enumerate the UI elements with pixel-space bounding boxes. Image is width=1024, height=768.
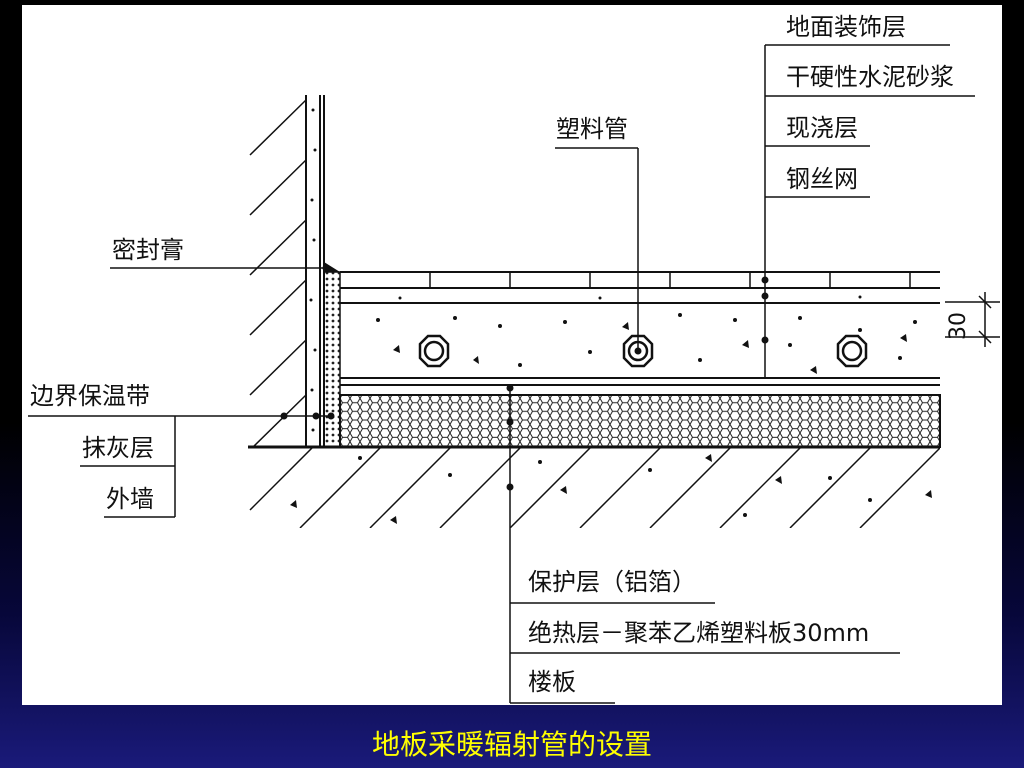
- insulation-board: [339, 394, 941, 448]
- pipe-leader: [555, 147, 639, 351]
- slab-aggregate: [290, 454, 932, 524]
- label-floor-finish: 地面装饰层: [786, 13, 906, 41]
- label-edge-strip: 边界保温带: [30, 382, 150, 410]
- label-outer-wall: 外墙: [106, 485, 154, 513]
- bottom-leader-dots: [506, 384, 514, 491]
- right-leaders: [764, 44, 975, 378]
- dimension-marker: [945, 292, 1000, 347]
- tile-joints: [429, 272, 911, 288]
- right-leader-dots: [761, 276, 769, 344]
- concrete-aggregate: [376, 295, 917, 374]
- bottom-leaders: [509, 387, 900, 704]
- label-plastic-pipe: 塑料管: [556, 115, 628, 143]
- floor-slab-hatch: [249, 448, 940, 528]
- slide-caption: 地板采暖辐射管的设置: [371, 728, 652, 761]
- label-plaster: 抹灰层: [82, 434, 154, 462]
- label-cast-layer: 现浇层: [786, 114, 858, 142]
- label-sealant: 密封膏: [112, 236, 184, 264]
- left-leader-dots: [280, 264, 335, 420]
- plaster-specks: [309, 108, 317, 432]
- cast-concrete-layer: [340, 377, 940, 386]
- wall-hatch: [249, 99, 306, 447]
- dimension-label: 30: [946, 312, 971, 340]
- label-wire-mesh: 钢丝网: [786, 165, 858, 193]
- outer-wall: [305, 95, 325, 447]
- label-insulation: 绝热层－聚苯乙烯塑料板30mm: [528, 619, 869, 647]
- label-dry-mortar: 干硬性水泥砂浆: [786, 63, 954, 91]
- edge-insulation-strip: [323, 271, 341, 448]
- left-leaders: [28, 267, 330, 518]
- floor-finish-layer: [340, 271, 940, 304]
- label-protective: 保护层（铝箔）: [528, 568, 696, 596]
- pipe-leader-dot: [634, 347, 642, 355]
- label-floor-slab: 楼板: [528, 668, 576, 696]
- heating-pipes: [418, 334, 868, 368]
